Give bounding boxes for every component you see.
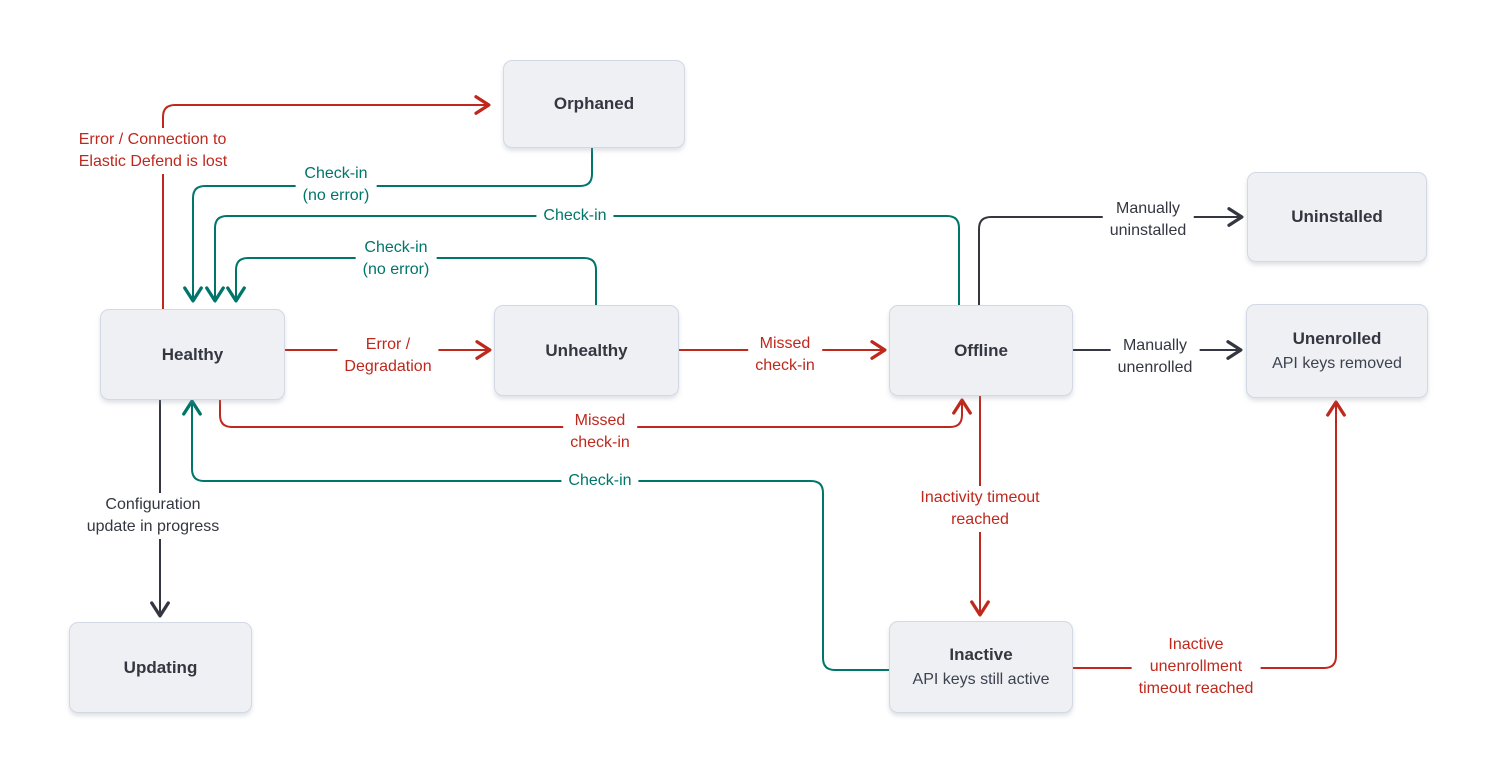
- node-uninstalled: Uninstalled: [1247, 172, 1427, 262]
- edge-label-offline-unenrolled: Manually unenrolled: [1110, 334, 1200, 380]
- node-unhealthy-title: Unhealthy: [545, 340, 628, 360]
- edge-label-offline-inactive: Inactivity timeout reached: [913, 486, 1047, 532]
- edge-label-offline-healthy: Check-in: [536, 204, 614, 228]
- node-inactive-title: Inactive: [949, 645, 1013, 664]
- node-updating-title: Updating: [123, 657, 198, 677]
- edge-label-healthy-orphaned: Error / Connection to Elastic Defend is …: [71, 128, 235, 174]
- edge-offline-uninstalled: [978, 207, 1244, 305]
- node-healthy: Healthy: [100, 309, 285, 400]
- node-offline: Offline: [889, 305, 1073, 396]
- edge-healthy-orphaned: [162, 95, 491, 309]
- edge-label-inactive-healthy: Check-in: [561, 469, 639, 493]
- edge-offline-healthy: [205, 215, 960, 305]
- node-uninstalled-title: Uninstalled: [1291, 207, 1383, 226]
- node-unenrolled-subtitle: API keys removed: [1272, 355, 1402, 372]
- node-orphaned: Orphaned: [503, 60, 685, 148]
- node-healthy-title: Healthy: [161, 344, 224, 364]
- edge-label-offline-uninstalled: Manually uninstalled: [1102, 197, 1194, 243]
- node-unhealthy: Unhealthy: [494, 305, 679, 396]
- node-unenrolled-title: Unenrolled: [1292, 329, 1382, 348]
- node-inactive-subtitle: API keys still active: [912, 671, 1050, 688]
- edge-label-unhealthy-offline: Missed check-in: [748, 332, 822, 378]
- node-unenrolled: Unenrolled API keys removed: [1246, 304, 1428, 398]
- edge-label-healthy-offline: Missed check-in: [563, 409, 637, 455]
- edge-inactive-healthy: [182, 399, 889, 671]
- node-inactive: Inactive API keys still active: [889, 621, 1073, 713]
- edge-label-healthy-updating: Configuration update in progress: [79, 493, 227, 539]
- edge-label-orphaned-healthy: Check-in (no error): [295, 162, 377, 208]
- edge-label-healthy-unhealthy: Error / Degradation: [337, 333, 439, 379]
- edge-inactive-unenrolled: [1071, 400, 1346, 669]
- node-updating: Updating: [69, 622, 252, 713]
- node-offline-title: Offline: [954, 340, 1008, 360]
- edge-label-inactive-unenrolled: Inactive unenrollment timeout reached: [1131, 633, 1261, 701]
- edge-label-unhealthy-healthy: Check-in (no error): [355, 236, 437, 282]
- node-orphaned-title: Orphaned: [553, 94, 635, 113]
- edge-orphaned-healthy: [183, 146, 593, 303]
